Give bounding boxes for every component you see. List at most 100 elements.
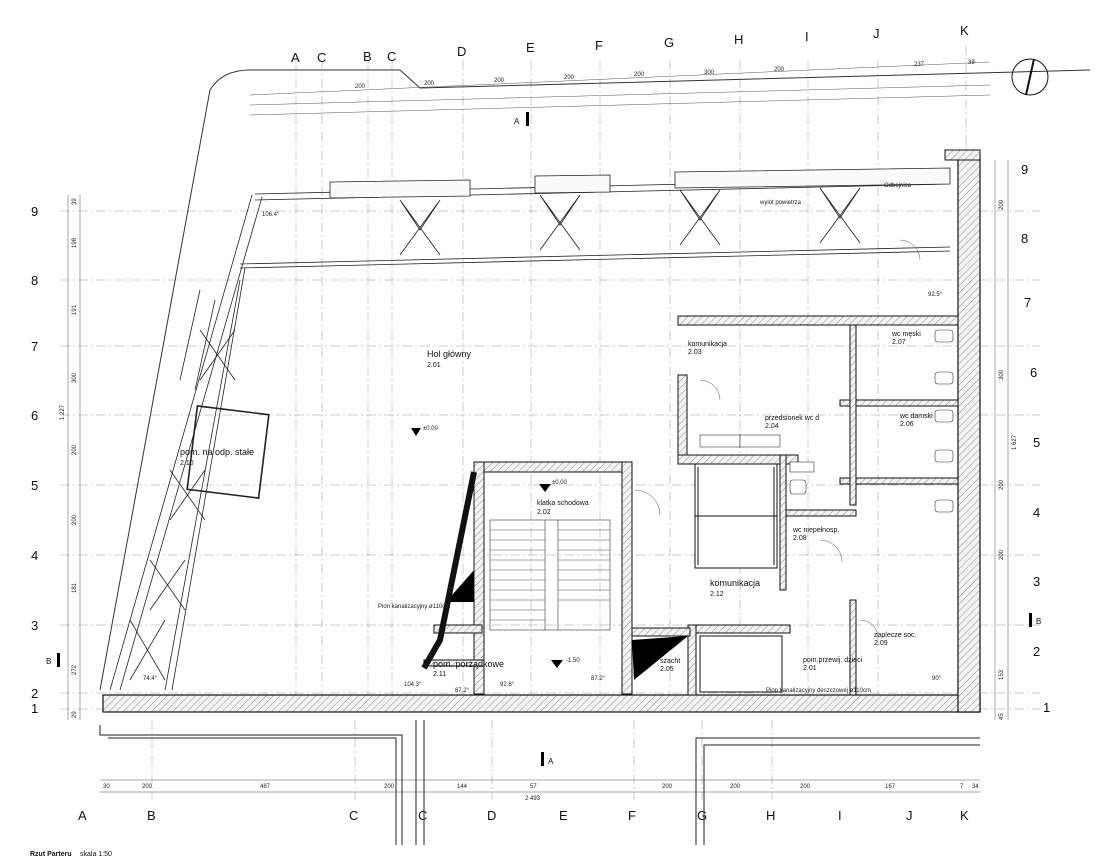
svg-text:200: 200 xyxy=(999,479,1005,490)
svg-text:200: 200 xyxy=(999,549,1005,560)
axis-d-top: D xyxy=(457,44,466,59)
level-label-2: ±0.00 xyxy=(552,480,568,486)
room-odp: pom. na odp. stałe 2.10 xyxy=(180,447,254,467)
svg-text:106.4°: 106.4° xyxy=(262,212,280,218)
svg-text:57: 57 xyxy=(530,784,537,790)
annotations: Odbojnica wylot powietrza Pion kanalizac… xyxy=(378,183,912,694)
axis-f-top: F xyxy=(595,38,603,53)
svg-text:200: 200 xyxy=(142,784,153,790)
svg-text:87.2°: 87.2° xyxy=(591,676,606,682)
axis-9-left: 9 xyxy=(31,204,38,219)
solid-wedges xyxy=(446,570,688,680)
svg-text:klatka schodowa: klatka schodowa xyxy=(537,500,589,507)
room-kom2: komunikacja 2.12 xyxy=(710,578,760,598)
svg-text:200: 200 xyxy=(662,784,673,790)
svg-text:200: 200 xyxy=(564,75,575,81)
axis-9-right: 9 xyxy=(1021,162,1028,177)
axis-a-top: A xyxy=(291,50,300,65)
svg-text:1 227: 1 227 xyxy=(60,404,66,420)
svg-text:272: 272 xyxy=(72,664,78,675)
axis-5-right: 5 xyxy=(1033,435,1040,450)
axis-1-right: 1 xyxy=(1043,700,1050,715)
axis-c-bottom: C xyxy=(349,808,358,823)
room-klatka: klatka schodowa 2.02 xyxy=(537,500,589,516)
axis-4-left: 4 xyxy=(31,548,38,563)
note-odbojnica: Odbojnica xyxy=(884,183,912,189)
top-axis-labels: A C B C D E F G H I J K xyxy=(291,23,969,65)
svg-text:szacht: szacht xyxy=(660,658,680,665)
svg-text:wc damski: wc damski xyxy=(899,413,933,420)
svg-text:komunikacja: komunikacja xyxy=(710,578,760,588)
svg-text:Hol główny: Hol główny xyxy=(427,349,472,359)
note-pion-2: Pion kanalizacyjny deszczowej ø110cm xyxy=(766,688,871,694)
building-outline xyxy=(99,69,1091,691)
svg-text:wc męski: wc męski xyxy=(891,331,921,338)
sanitary-fixtures xyxy=(699,329,954,513)
svg-text:2.05: 2.05 xyxy=(660,666,674,673)
svg-text:2.08: 2.08 xyxy=(793,535,807,542)
svg-text:zaplecze soc.: zaplecze soc. xyxy=(874,632,916,639)
room-kom1: komunikacja 2.03 xyxy=(688,341,727,356)
svg-text:1 627: 1 627 xyxy=(1012,434,1018,450)
adjacent-buildings xyxy=(99,720,980,845)
room-przed: przedsionek wc d 2.04 xyxy=(765,415,819,430)
svg-text:487: 487 xyxy=(260,784,271,790)
svg-text:2.12: 2.12 xyxy=(710,591,724,598)
svg-text:144: 144 xyxy=(457,784,468,790)
room-przewij: pom.przewij. dzieci 2.01 xyxy=(803,657,863,672)
svg-text:90°: 90° xyxy=(932,676,942,682)
top-dimensions: 200 200 200 200 200 300 200 237 39 xyxy=(355,60,975,90)
svg-text:74.4°: 74.4° xyxy=(143,676,158,682)
svg-text:200: 200 xyxy=(494,78,505,84)
axis-k-top: K xyxy=(960,23,969,38)
axis-3-left: 3 xyxy=(31,618,38,633)
south-wall xyxy=(102,694,981,713)
axis-6-left: 6 xyxy=(31,408,38,423)
room-hol: Hol główny 2.01 xyxy=(427,349,472,369)
axis-c-top: C xyxy=(317,50,326,65)
axis-3-right: 3 xyxy=(1033,574,1040,589)
room-wcd: wc damski 2.06 xyxy=(899,413,933,428)
axis-4-right: 4 xyxy=(1033,505,1040,520)
glass-facade-west xyxy=(109,194,270,691)
svg-text:pom. porządkowe: pom. porządkowe xyxy=(433,659,504,669)
svg-text:200: 200 xyxy=(384,784,395,790)
svg-text:200: 200 xyxy=(634,72,645,78)
svg-text:200: 200 xyxy=(424,81,435,87)
elevators xyxy=(694,463,783,693)
section-marker-a-bottom: A xyxy=(541,752,554,766)
svg-text:2.11: 2.11 xyxy=(433,671,446,678)
room-wcn: wc niepełnosp. 2.08 xyxy=(792,527,839,542)
svg-text:Rzut Parteru: Rzut Parteru xyxy=(30,851,72,858)
axis-8-left: 8 xyxy=(31,273,38,288)
room-porz: pom. porządkowe 2.11 xyxy=(433,659,504,678)
svg-text:300: 300 xyxy=(704,70,715,76)
svg-text:198: 198 xyxy=(72,237,78,248)
svg-text:A: A xyxy=(514,117,520,126)
axis-a-bottom: A xyxy=(78,808,87,823)
svg-text:wc niepełnosp.: wc niepełnosp. xyxy=(792,527,839,534)
svg-text:167: 167 xyxy=(885,784,896,790)
svg-text:B: B xyxy=(46,657,51,666)
svg-text:200: 200 xyxy=(730,784,741,790)
stair-treads xyxy=(490,529,610,621)
axis-7-right: 7 xyxy=(1024,295,1031,310)
svg-text:87.2°: 87.2° xyxy=(455,688,470,694)
svg-text:2.04: 2.04 xyxy=(765,423,779,430)
svg-text:2.01: 2.01 xyxy=(427,362,441,369)
right-dimensions: 200 300 1 627 200 200 153 45 xyxy=(999,199,1018,720)
room-wcm: wc męski 2.07 xyxy=(891,331,921,346)
svg-text:B: B xyxy=(1036,617,1041,626)
svg-text:200: 200 xyxy=(774,67,785,73)
east-wall xyxy=(957,154,981,713)
door-swings xyxy=(634,239,921,639)
svg-text:2.02: 2.02 xyxy=(537,509,551,516)
svg-text:2.07: 2.07 xyxy=(892,339,906,346)
svg-text:200: 200 xyxy=(999,199,1005,210)
bottom-axis-labels: A B C C D E F G H I J K xyxy=(78,808,969,823)
staircase xyxy=(489,519,611,631)
grid-axes xyxy=(151,45,967,800)
svg-text:237: 237 xyxy=(914,62,925,68)
svg-text:104.3°: 104.3° xyxy=(404,682,422,688)
axis-f-bottom: F xyxy=(628,808,636,823)
